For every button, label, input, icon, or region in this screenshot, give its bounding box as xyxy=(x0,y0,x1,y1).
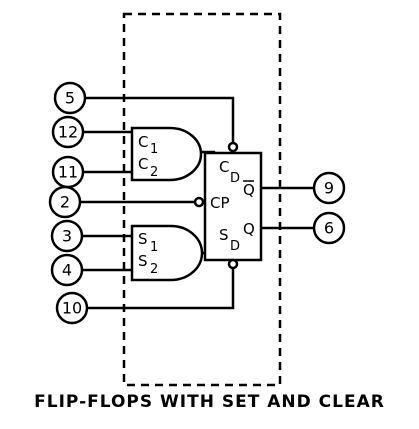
pin-12-label: 12 xyxy=(58,123,78,142)
pin-9-label: 9 xyxy=(324,179,334,198)
diagram-caption: FLIP-FLOPS WITH SET AND CLEAR xyxy=(34,392,385,412)
package-outline xyxy=(122,12,282,387)
pin-2: 2 xyxy=(48,185,82,219)
ff-qbar-label: Q xyxy=(243,181,255,199)
ff-cp-label: CP xyxy=(210,194,230,212)
gate-s2-label: S xyxy=(138,252,148,270)
gate-c1-subscript: 1 xyxy=(150,142,158,157)
gate-s2-subscript: 2 xyxy=(150,262,158,277)
pin-4-label: 4 xyxy=(62,261,72,280)
ff-q-label: Q xyxy=(243,220,255,238)
ff-cd-subscript: D xyxy=(230,171,240,186)
pin-6-label: 6 xyxy=(324,219,334,238)
pin-4: 4 xyxy=(50,253,84,287)
gate-s1-subscript: 1 xyxy=(150,240,158,255)
pin-11: 11 xyxy=(51,155,85,189)
ff-cd-label: C xyxy=(219,158,229,176)
clear-and-gate xyxy=(130,126,203,182)
gate-c1-label: C xyxy=(138,133,148,151)
gate-c2-label: C xyxy=(138,155,148,173)
pin-5: 5 xyxy=(53,81,87,115)
gate-c2-subscript: 2 xyxy=(150,165,158,180)
pin-10-label: 10 xyxy=(62,299,82,318)
pin-3: 3 xyxy=(50,219,84,253)
set-direct-bubble xyxy=(227,258,239,270)
pin-10: 10 xyxy=(55,291,89,325)
pin-6: 6 xyxy=(312,211,346,245)
pin-11-label: 11 xyxy=(58,163,78,182)
ff-sd-label: S xyxy=(219,226,229,244)
clear-direct-bubble xyxy=(227,141,239,153)
pin-5-label: 5 xyxy=(65,89,75,108)
pin-12: 12 xyxy=(51,115,85,149)
pin-9: 9 xyxy=(312,171,346,205)
set-and-gate xyxy=(130,224,204,282)
gate-s1-label: S xyxy=(138,230,148,248)
pin-2-label: 2 xyxy=(60,193,70,212)
clock-bubble xyxy=(193,196,205,208)
pin-3-label: 3 xyxy=(62,227,72,246)
ff-sd-subscript: D xyxy=(230,239,240,254)
